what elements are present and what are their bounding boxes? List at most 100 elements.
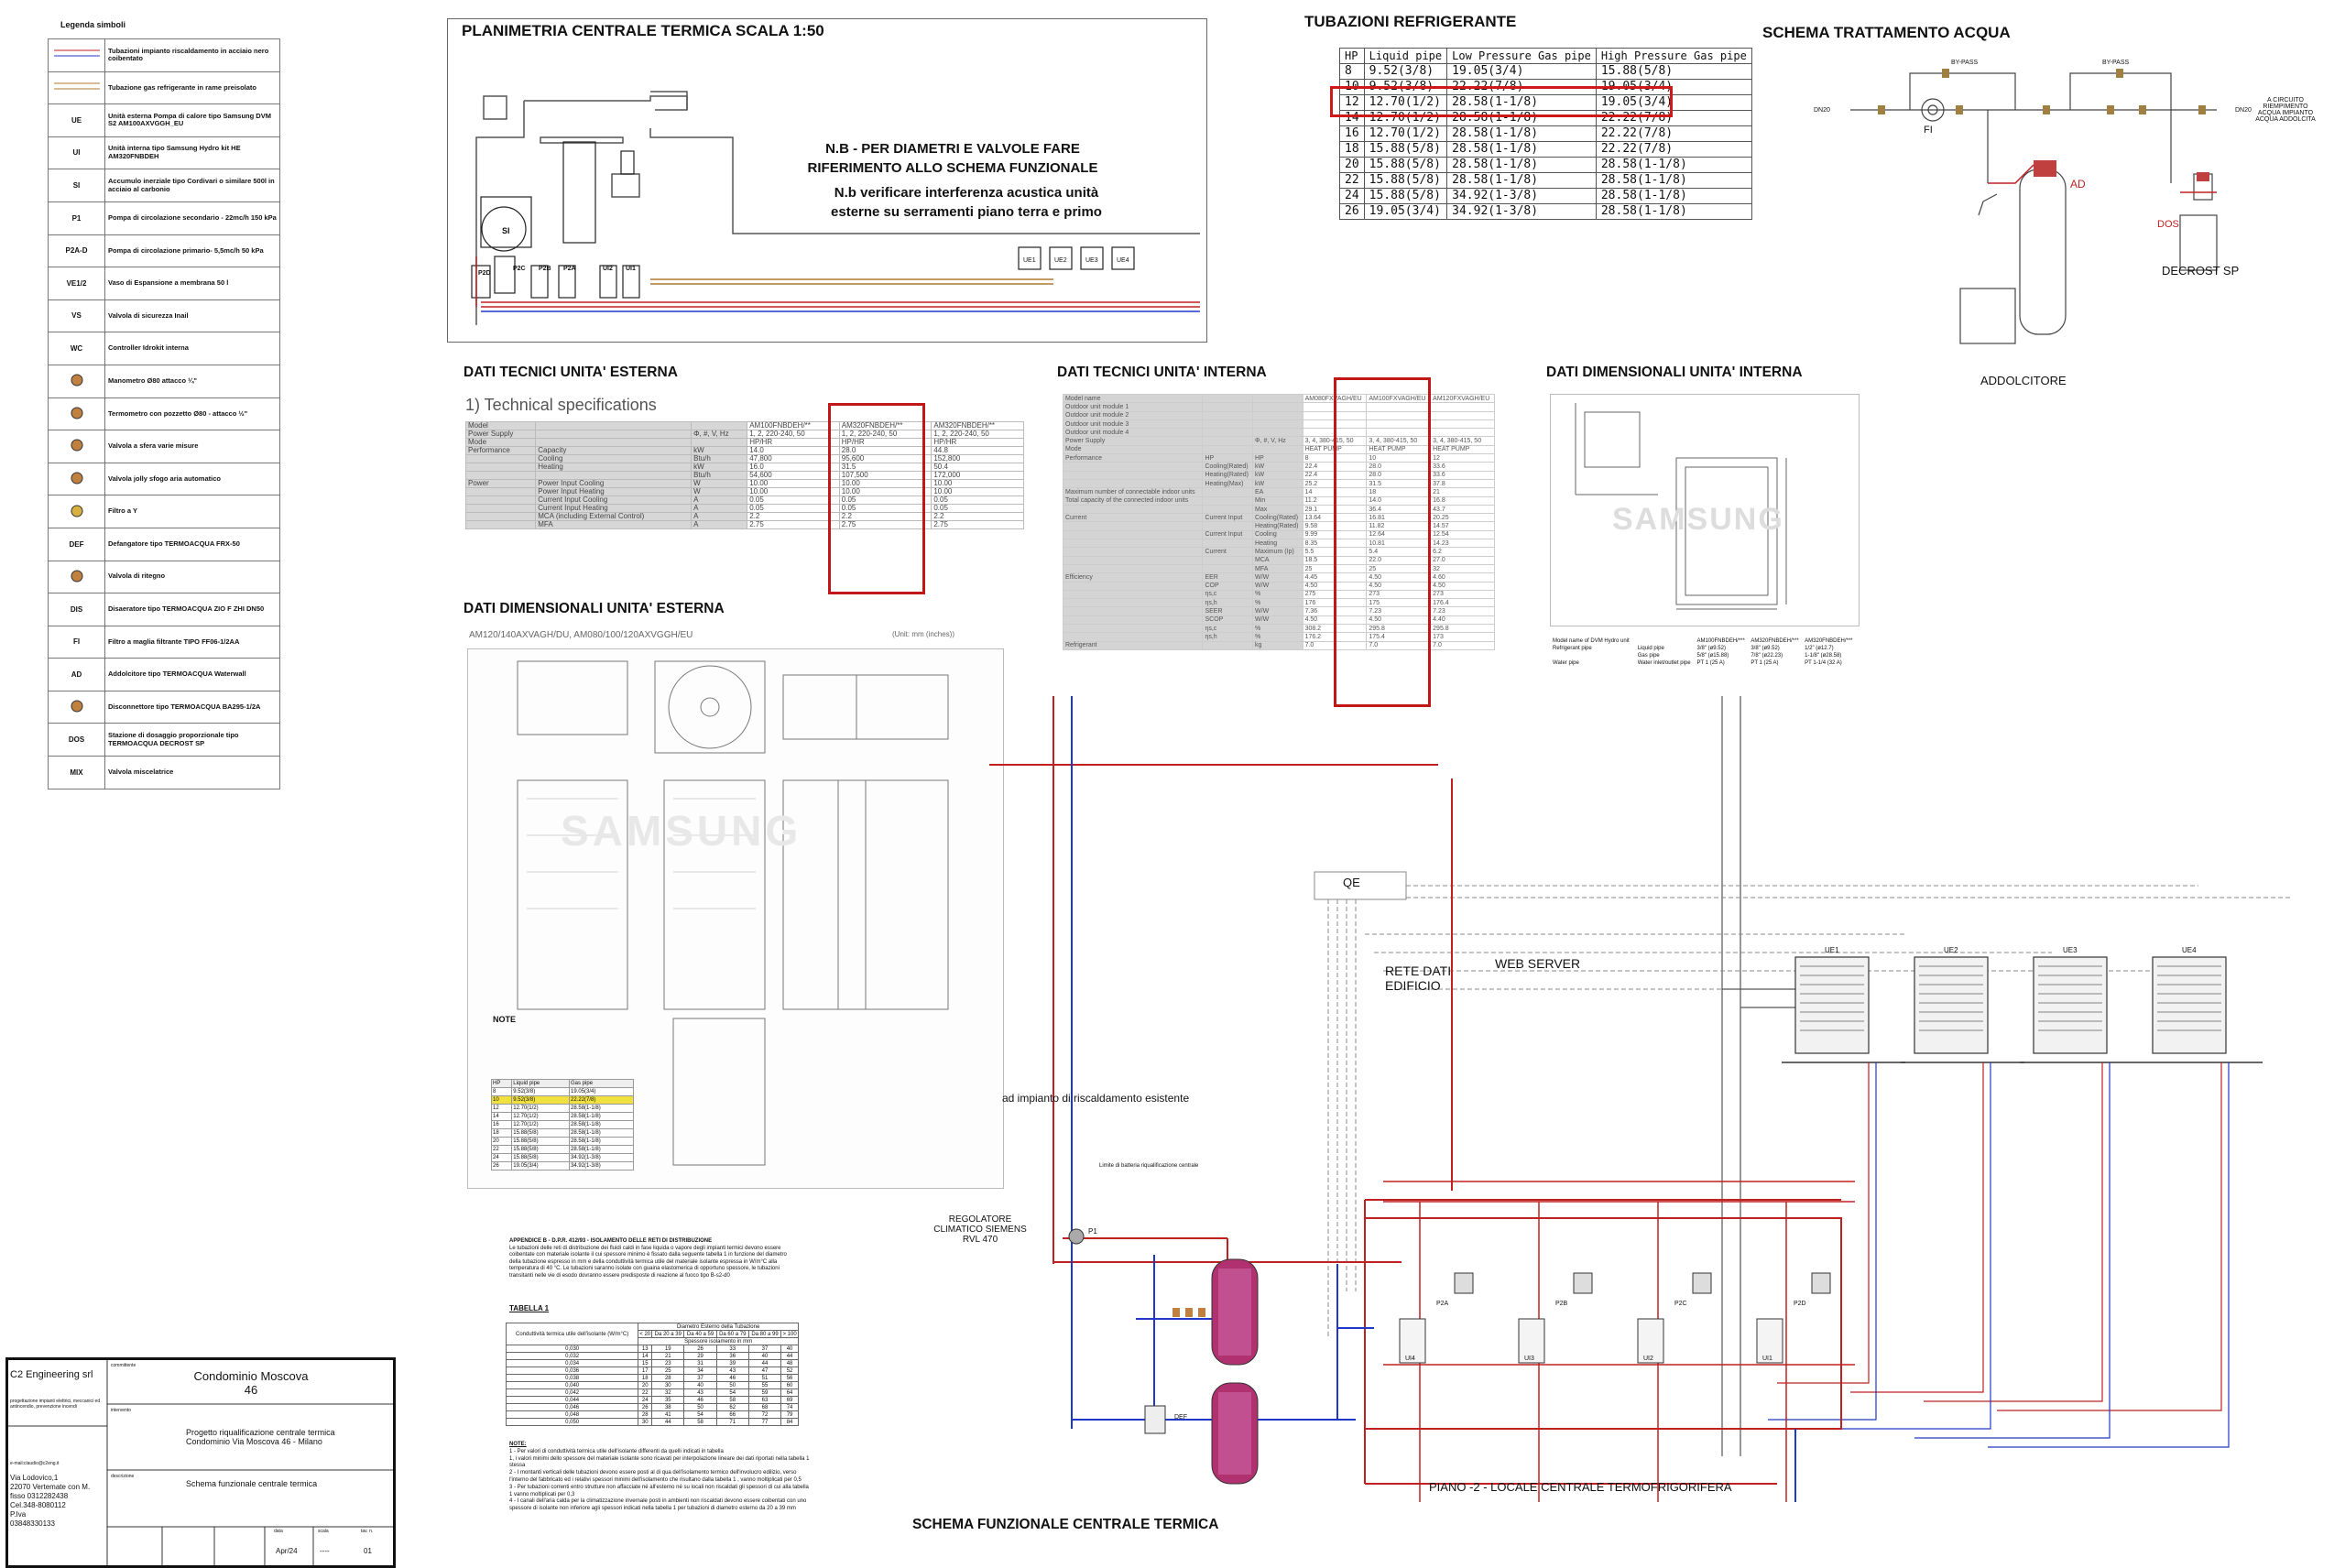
ref-cell: 15.88(5/8)	[1363, 188, 1448, 204]
legend-row: Valvola di ritegno	[48, 560, 280, 594]
int-dim-frame	[1550, 394, 1860, 626]
scala-label: scala	[318, 1529, 329, 1534]
table-cell: 20.25	[1430, 513, 1495, 523]
table-cell	[1062, 563, 1204, 574]
table-cell	[1252, 444, 1303, 455]
table-cell	[535, 430, 693, 439]
ref-cell: 28.58(1-1/8)	[1446, 172, 1597, 189]
legend-symbol-text: MIX	[70, 768, 83, 777]
table-cell: 79	[780, 1410, 799, 1419]
table-cell: 54	[715, 1388, 749, 1397]
table-cell: 12.70(1/2)	[511, 1120, 571, 1129]
table-cell: 18	[490, 1128, 513, 1138]
legend-symbol: SI	[48, 169, 105, 202]
si-tag: SI	[502, 226, 510, 235]
appendix-title: APPENDICE B - D.P.R. 412/93 - ISOLAMENTO…	[509, 1238, 713, 1244]
ref-cell: 15.88(5/8)	[1363, 141, 1448, 158]
client-name: Condominio Moscova 46	[193, 1369, 309, 1397]
table-cell	[1062, 615, 1204, 626]
table-cell: 16.8	[1430, 495, 1495, 506]
table-cell: Maximum number of connectable indoor uni…	[1062, 487, 1204, 497]
table-cell: 32	[1430, 563, 1495, 574]
table-cell: 33.6	[1430, 462, 1495, 472]
table-cell: 20	[490, 1137, 513, 1146]
table-cell	[1062, 547, 1204, 557]
table-cell: 36	[715, 1352, 749, 1360]
ref-cell: 26	[1339, 203, 1365, 220]
table-cell: A	[691, 504, 748, 513]
table-cell: 47	[747, 1367, 782, 1375]
table-cell: 34.92(1-3/8)	[569, 1161, 634, 1171]
ref-cell: 24	[1339, 188, 1365, 204]
circuit-label: A CIRCUITO RIEMPIMENTO ACQUA IMPIANTO AC…	[2255, 97, 2316, 123]
table-cell: 71	[715, 1418, 749, 1426]
table-cell	[1062, 521, 1204, 531]
table-cell	[1062, 462, 1204, 472]
table-cell: 0.05	[747, 504, 840, 513]
svg-text:P2C: P2C	[513, 266, 526, 272]
fax: fisso 0312282438	[10, 1492, 69, 1500]
legend-symbol-text: WC	[70, 344, 83, 354]
legend-symbol: DOS	[48, 723, 105, 757]
indoor-unit-label: UI2	[1643, 1356, 1653, 1362]
table-cell: 12.70(1/2)	[511, 1104, 571, 1113]
table-cell: 21	[651, 1352, 685, 1360]
ref-cell: 28.58(1-1/8)	[1595, 157, 1752, 173]
table-cell: 4.50	[1430, 581, 1495, 591]
existing-plant-label: ad impianto di riscaldamento esistente	[1002, 1092, 1190, 1105]
pump-label: P2B	[1555, 1301, 1568, 1307]
table-cell	[464, 512, 537, 521]
company-sub: progettazione impianti elettrici, meccan…	[10, 1399, 101, 1410]
table-cell: 19	[651, 1345, 685, 1353]
table-cell	[1062, 478, 1204, 489]
table-cell: %	[1252, 598, 1303, 608]
svg-text:UI1: UI1	[626, 266, 636, 272]
table-cell: Liquid pipe	[511, 1079, 571, 1088]
table-cell: Heating(Rated)	[1202, 470, 1254, 480]
legend-symbol-text: SI	[72, 181, 81, 191]
data-value: Apr/24	[276, 1547, 298, 1555]
table-cell: 66	[715, 1410, 749, 1419]
table-row: Maximum number of connectable indoor uni…	[1062, 487, 1495, 497]
legend-symbol: AD	[48, 658, 105, 691]
int-dim-watermark: SAMSUNG	[1612, 502, 1784, 537]
ref-cell: 34.92(1-3/8)	[1446, 188, 1597, 204]
legend-table: Tubazioni impianto riscaldamento in acci…	[48, 38, 280, 789]
table-cell: 55	[747, 1381, 782, 1389]
table-cell: Da 20 a 39	[651, 1330, 685, 1338]
table-cell: %	[1252, 589, 1303, 600]
legend-row: Filtro a Y	[48, 495, 280, 528]
table-cell: Outdoor unit module 1	[1062, 402, 1204, 412]
table-cell: Liquid pipe	[1637, 646, 1664, 651]
table-cell: 22	[490, 1145, 513, 1154]
ref-cell: 19.05(3/4)	[1446, 63, 1597, 80]
table-cell: SCOP	[1202, 615, 1254, 626]
table-cell: Φ, #, V, Hz	[691, 430, 748, 439]
table-cell: Current	[1062, 513, 1204, 523]
storage-tank-upper	[1211, 1258, 1259, 1366]
table-cell: EER	[1202, 572, 1254, 583]
legend-symbol-text: AD	[71, 670, 82, 679]
table-cell: Performance	[464, 446, 537, 455]
legend-row: Tubazione gas refrigerante in rame preis…	[48, 71, 280, 105]
table-cell: 2.75	[747, 520, 840, 529]
table-cell: 1-1/8" (ø28.58)	[1805, 653, 1842, 659]
table-cell: Max	[1252, 504, 1303, 515]
table-cell: 16	[490, 1120, 513, 1129]
table-cell: Performance	[1062, 453, 1204, 463]
legend-text: Unità interna tipo Samsung Hydro kit HE …	[104, 136, 280, 170]
table-cell: HP	[490, 1079, 513, 1088]
